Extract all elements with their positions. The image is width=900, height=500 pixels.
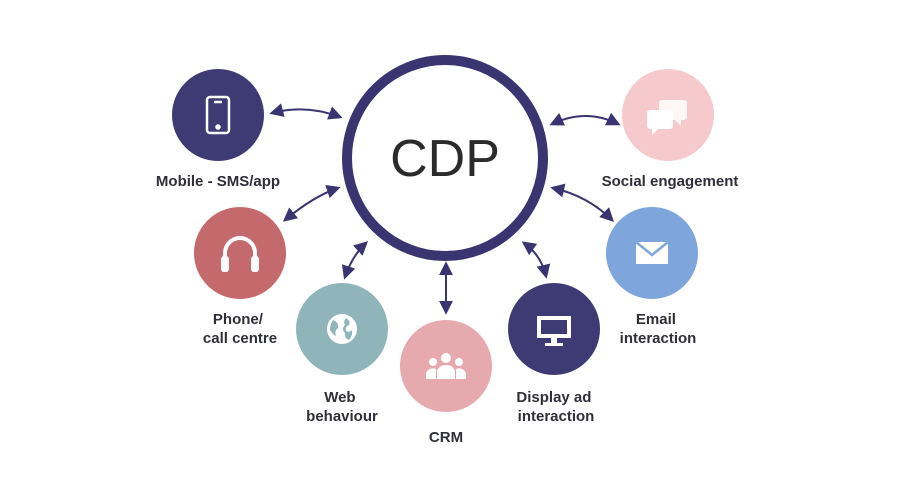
arrow-display — [521, 241, 551, 279]
node-display: Display ad interaction — [508, 283, 600, 425]
node-social-label: Social engagement — [602, 173, 739, 190]
chat-bubbles-icon — [647, 100, 687, 135]
node-social: Social engagement — [602, 69, 739, 190]
arrow-email — [550, 183, 614, 222]
node-display-label: Display ad interaction — [516, 389, 595, 425]
smartphone-icon — [205, 95, 231, 135]
arrow-social — [549, 112, 621, 126]
node-crm: CRM — [400, 320, 492, 446]
arrow-web — [341, 241, 369, 280]
arrow-phone — [282, 184, 341, 222]
connector-arrows — [269, 103, 621, 315]
center-label: CDP — [390, 130, 500, 188]
node-email: Email interaction — [606, 207, 698, 347]
node-phone: Phone/ call centre — [194, 207, 286, 347]
node-email-label: Email interaction — [620, 311, 697, 347]
node-crm-label: CRM — [429, 429, 463, 446]
people-icon — [426, 353, 466, 379]
center-ring — [342, 55, 548, 261]
arrow-mobile — [269, 103, 343, 120]
node-phone-label: Phone/ call centre — [203, 311, 277, 347]
envelope-icon — [635, 241, 669, 264]
node-web-label: Web behaviour — [306, 389, 378, 425]
node-mobile-circle — [172, 69, 264, 161]
monitor-icon — [537, 316, 571, 346]
center-node: CDP — [342, 55, 548, 261]
node-mobile: Mobile - SMS/app — [156, 69, 280, 190]
globe-icon — [327, 314, 357, 344]
node-mobile-label: Mobile - SMS/app — [156, 173, 280, 190]
node-phone-circle — [194, 207, 286, 299]
headphones-icon — [221, 236, 259, 272]
node-web: Web behaviour — [296, 283, 388, 425]
